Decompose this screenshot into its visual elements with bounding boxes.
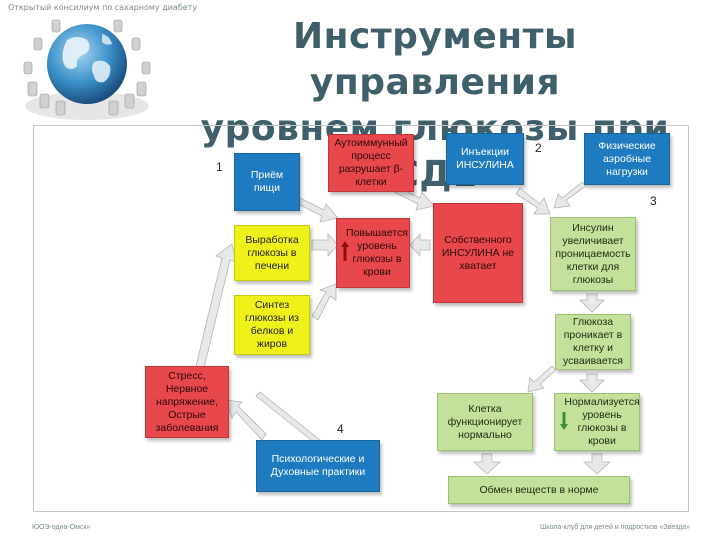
arrow-up-icon	[341, 241, 349, 261]
title-line-1: Инструменты управления	[292, 16, 578, 103]
box-glucose-normalized: Нормализуется уровень глюкозы в крови	[554, 393, 640, 451]
box-food-intake: Приём пищи	[234, 153, 300, 211]
box-insulin-injection: Инъекции ИНСУЛИНА	[446, 133, 524, 185]
footer-left: ЮОЭ-одна-Омск»	[32, 524, 91, 531]
footer-right: Школа-клуб для детей и подростков «Звезд…	[540, 524, 690, 531]
box-glucose-rise: Повышается уровень глюкозы в крови	[336, 218, 410, 288]
step-number-1: 1	[216, 160, 223, 174]
box-glucose-enters-cell: Глюкоза проникает в клетку и усваивается	[555, 314, 631, 370]
top-note: Открытый консилиум по сахарному диабету	[8, 3, 198, 12]
box-glucose-normalized-label: Нормализуется уровень глюкозы в крови	[564, 396, 640, 447]
box-liver-glucose: Выработка глюкозы в печени	[234, 225, 310, 281]
box-glucose-rise-label: Повышается уровень глюкозы в крови	[346, 227, 408, 278]
diagram-frame	[33, 125, 689, 512]
step-number-3: 3	[650, 194, 657, 208]
step-number-2: 2	[535, 141, 542, 155]
box-insulin-lack: Собственного ИНСУЛИНА не хватает	[433, 203, 523, 303]
box-psych-practices: Психологические и Духовные практики	[256, 440, 380, 492]
box-stress: Стресс, Нервное напряжение, Острые забол…	[145, 366, 229, 438]
box-autoimmune: Аутоиммунный процесс разрушает β-клетки	[328, 134, 414, 192]
box-metabolism-normal: Обмен веществ в норме	[448, 476, 630, 504]
step-number-4: 4	[337, 422, 344, 436]
arrow-down-icon	[560, 412, 568, 430]
box-cell-normal: Клетка функционирует нормально	[437, 393, 533, 451]
box-glucose-synthesis: Синтез глюкозы из белков и жиров	[234, 295, 310, 355]
page-title: Инструменты управления уровнем глюкозы п…	[170, 14, 700, 198]
box-insulin-permeability: Инсулин увеличивает проницаемость клетки…	[550, 217, 636, 291]
globe-logo-icon	[23, 19, 151, 120]
box-physical-activity: Физические аэробные нагрузки	[584, 133, 670, 185]
